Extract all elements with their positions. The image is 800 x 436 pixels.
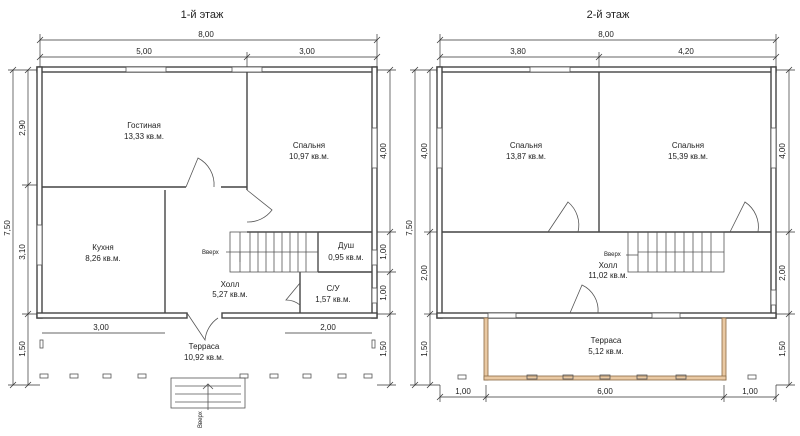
floor-1-terrace-posts (39, 339, 376, 379)
dim-inner-left: 3,00 (93, 323, 109, 332)
room-terrace-area: 10,92 кв.м. (184, 353, 224, 362)
dim-right-b: 1,00 (379, 244, 388, 260)
dim2-left-c: 1,50 (420, 341, 429, 357)
floor-1-title: 1-й этаж (181, 9, 224, 21)
room-living-area: 13,33 кв.м. (124, 132, 164, 141)
window-bedroom-1 (529, 66, 571, 73)
floor-2-inner-walls (442, 72, 771, 233)
dim-total-width: 8,00 (198, 30, 214, 39)
floor-1-left-dimensions: 7,50 2,90 3,10 1,50 (3, 66, 40, 389)
dim2-right-c: 1,50 (778, 341, 787, 357)
dim-right-a: 4,00 (379, 143, 388, 159)
floor-2-bottom-dimensions: 1,00 6,00 1,00 (436, 385, 780, 402)
floor-1-doors (185, 157, 301, 342)
floor-2-right-dimensions: 4,00 2,00 1,50 (776, 66, 795, 389)
dim2-left-b: 2,00 (420, 265, 429, 281)
dim-left-total: 7,50 (3, 220, 12, 236)
floor-1-inner-walls (42, 72, 372, 313)
window-hall-bottom-left (487, 312, 517, 319)
dim2-top-left: 3,80 (510, 47, 526, 56)
floor-1-plan: 1-й этаж 8,00 5,00 3,00 (3, 9, 396, 428)
dim2-bottom-mid: 6,00 (597, 387, 613, 396)
dim-top-left: 5,00 (136, 47, 152, 56)
room2-terrace-name: Терраса (591, 336, 622, 345)
floor-2-doors (547, 201, 759, 314)
room-living-name: Гостиная (127, 121, 161, 130)
entrance-up-label: Вверх (198, 411, 204, 428)
floor-2-terrace (457, 317, 757, 381)
room-bedroom-name: Спальня (293, 141, 325, 150)
dim-left-b: 3,10 (18, 244, 27, 260)
dim2-left-total: 7,50 (405, 220, 414, 236)
window-top-mid (231, 66, 263, 73)
room2-hall-area: 11,02 кв.м. (588, 271, 627, 280)
room-hall-name: Холл (221, 280, 240, 289)
room-wc-name: С/У (326, 284, 340, 293)
dim2-right-a: 4,00 (778, 143, 787, 159)
dim-left-a: 2,90 (18, 120, 27, 136)
window-bedroom-1-left (436, 127, 443, 169)
floor-1-entrance-steps: Вверх (170, 377, 246, 428)
floor-2-staircase: Вверх (604, 231, 725, 273)
room-bedroom-area: 10,97 кв.м. (289, 152, 329, 161)
floor-1-inner-dimensions: 3,00 2,00 (42, 323, 372, 334)
room2-bedroom-1-name: Спальня (510, 141, 542, 150)
floor-1-top-dimensions: 8,00 5,00 3,00 (36, 30, 381, 70)
room-hall-area: 5,27 кв.м. (212, 290, 248, 299)
dim-right-d: 1,50 (379, 341, 388, 357)
dim2-right-b: 2,00 (778, 265, 787, 281)
window-wc (371, 287, 378, 304)
room-kitchen-name: Кухня (92, 243, 113, 252)
room2-hall-name: Холл (599, 261, 618, 270)
room-kitchen-area: 8,26 кв.м. (85, 254, 121, 263)
window-living (125, 66, 167, 73)
floor-1-right-dimensions: 4,00 1,00 1,00 1,50 (377, 66, 396, 389)
window-hall-bottom-right (651, 312, 681, 319)
dim2-bottom-right: 1,00 (742, 387, 758, 396)
room-wc-area: 1,57 кв.м. (315, 295, 351, 304)
floor-2-top-dimensions: 8,00 3,80 4,20 (436, 30, 780, 70)
room2-bedroom-2-name: Спальня (672, 141, 704, 150)
room-terrace-name: Терраса (189, 342, 220, 351)
window-bedroom-2 (770, 127, 777, 169)
dim-right-c: 1,00 (379, 285, 388, 301)
floor-2-left-dimensions: 4,00 7,50 2,00 1,50 (405, 66, 440, 389)
floor-1-outer-walls (36, 66, 378, 319)
room2-bedroom-2-area: 15,39 кв.м. (668, 152, 708, 161)
floor-1-staircase: Вверх (202, 231, 319, 273)
dim-top-right: 3,00 (299, 47, 315, 56)
dim2-bottom-left: 1,00 (455, 387, 471, 396)
window-bedroom (371, 127, 378, 169)
room-shower-name: Душ (338, 241, 354, 250)
dim-left-c: 1,50 (18, 341, 27, 357)
stairs-up-label-2: Вверх (604, 252, 621, 258)
dim2-left-a: 4,00 (420, 143, 429, 159)
floor-2-plan: 2-й этаж 8,00 3,80 4,20 (405, 9, 795, 402)
window-hall-right (770, 289, 777, 306)
dim-inner-right: 2,00 (320, 323, 336, 332)
room-shower-area: 0,95 кв.м. (328, 253, 364, 262)
floor-2-title: 2-й этаж (587, 9, 630, 21)
room2-bedroom-1-area: 13,87 кв.м. (506, 152, 546, 161)
window-shower (371, 249, 378, 266)
window-kitchen (36, 224, 43, 266)
floor-2-outer-walls (436, 66, 777, 319)
room2-terrace-area: 5,12 кв.м. (588, 347, 624, 356)
stairs-up-label: Вверх (202, 250, 219, 256)
dim2-top-right: 4,20 (678, 47, 694, 56)
dim2-total-width: 8,00 (598, 30, 614, 39)
